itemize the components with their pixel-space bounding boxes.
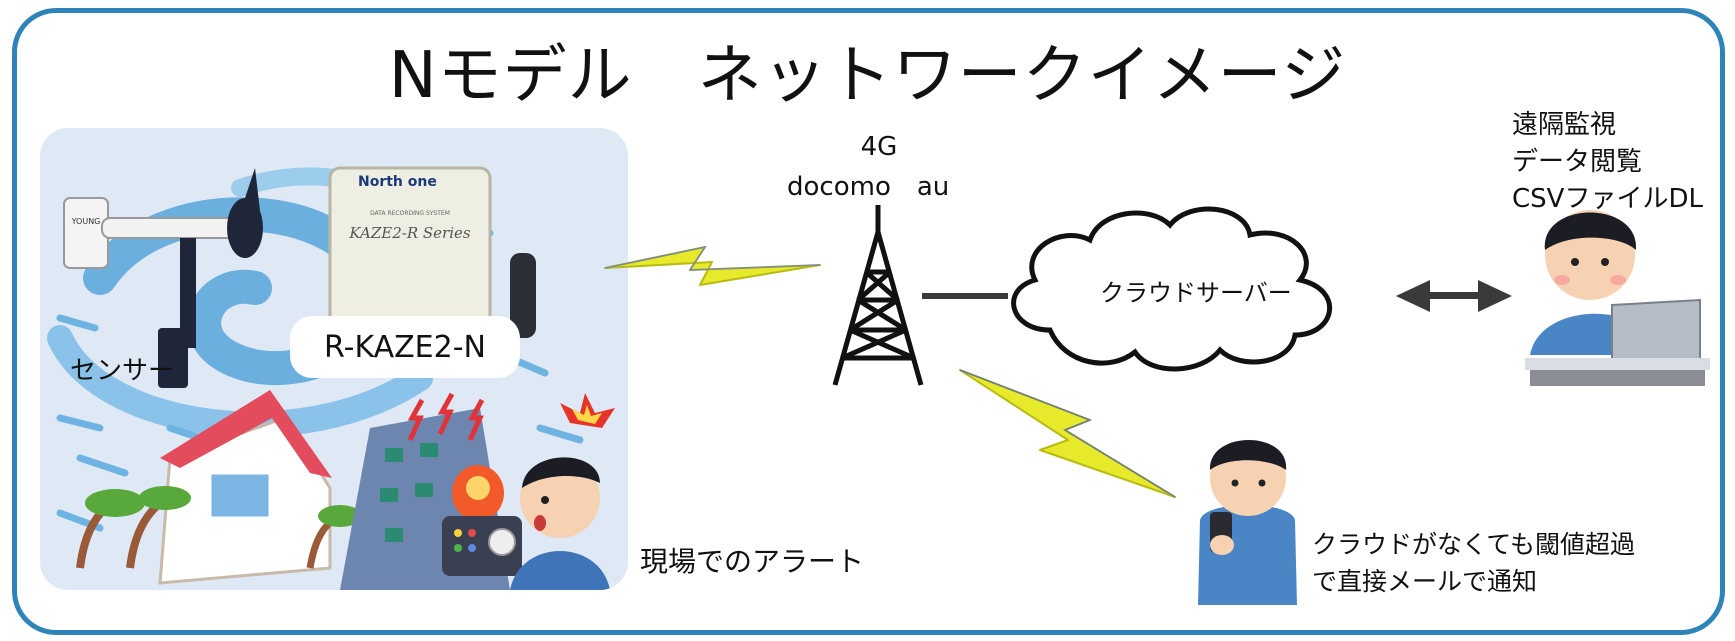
alarm-device-icon [407, 392, 522, 576]
diagram-title: Nモデル ネットワークイメージ [388, 39, 1347, 113]
network-line-1: 4G [860, 132, 898, 162]
mail-line-2: で直接メールで通知 [1312, 567, 1538, 596]
double-arrow-icon [1396, 280, 1512, 312]
cloud-label: クラウドサーバー [1100, 279, 1292, 307]
site-illustration: YOUNG North one DATA RECORDING SYSTEM KA… [47, 166, 615, 590]
device-small-text: DATA RECORDING SYSTEM [370, 210, 450, 217]
sensor-label: センサー [70, 356, 175, 386]
lightning-bolt-icon [604, 245, 821, 286]
site-panel: YOUNG North one DATA RECORDING SYSTEM KA… [40, 128, 628, 590]
network-line-2: docomo au [787, 172, 950, 202]
cloud-icon [1011, 206, 1332, 372]
device-plate-text: KAZE2-R Series [348, 224, 470, 242]
device-label: R-KAZE2-N [290, 316, 520, 378]
phone-user-icon [1198, 440, 1297, 605]
sensor-brand: YOUNG [71, 217, 101, 226]
laptop-user-icon [1525, 210, 1710, 386]
mail-line-1: クラウドがなくても閾値超過 [1312, 530, 1636, 559]
house-icon [158, 390, 332, 585]
remote-line-1: 遠隔監視 [1512, 110, 1617, 140]
tree-icons [76, 486, 362, 569]
worker-alert-icon [510, 393, 615, 590]
alert-label: 現場でのアラート [640, 545, 865, 578]
radio-tower-icon [832, 205, 924, 386]
lightning-bolt-icon [959, 369, 1176, 498]
remote-line-2: データ閲覧 [1512, 147, 1643, 177]
anemometer-icon: YOUNG [63, 168, 263, 388]
remote-line-3: CSVファイルDL [1512, 184, 1703, 214]
brand-logo-text: North one [358, 174, 437, 190]
